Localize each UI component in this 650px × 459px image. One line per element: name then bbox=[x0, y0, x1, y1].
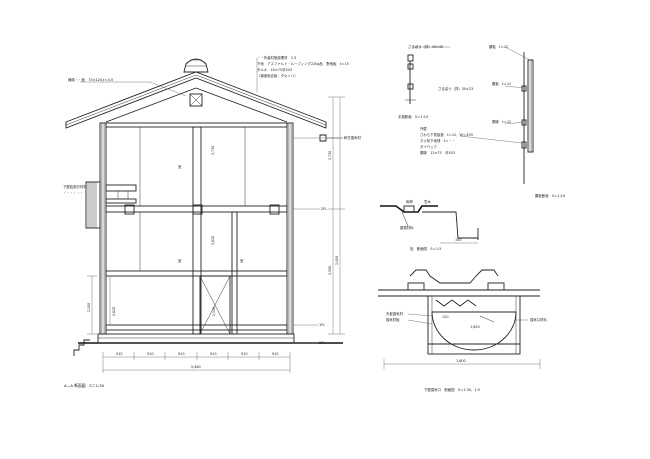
room-label-3: 室 bbox=[240, 258, 244, 263]
ceiling-beam bbox=[105, 122, 288, 128]
roof-note: ・・外装材施設業材 1.5 下地 アスファルト・ルーフィング22kg品 野地板 … bbox=[257, 55, 349, 78]
wall-note: 外壁 さわら下見板張 t＝12，W＝303 ネジ状下地桟 t＝・・ タイベック … bbox=[420, 126, 523, 155]
section-title: A―A 断面図 S＝1:30 bbox=[64, 383, 105, 388]
wall-note-line-2: さわら下見板張 t＝12，W＝303 bbox=[420, 132, 473, 137]
vent-label-1: 天板換気材 bbox=[386, 311, 404, 316]
rafter-left bbox=[105, 87, 197, 123]
inner-dim-2: 1,820 bbox=[211, 236, 215, 245]
right-wall-siding bbox=[288, 123, 292, 334]
vent-label-3: 換気口材料 bbox=[530, 317, 548, 322]
bottom-dim-5: 910 bbox=[241, 352, 247, 356]
foundation bbox=[97, 333, 295, 344]
room-label-2: 室 bbox=[178, 258, 182, 263]
wainscot-label-3: 胴縁 t＝12 bbox=[492, 119, 511, 124]
right-dim-2: 2,400 bbox=[335, 256, 339, 265]
bottom-dim-1: 910 bbox=[116, 352, 122, 356]
detail-handrail bbox=[405, 46, 450, 104]
left-note-leader-2 bbox=[149, 81, 187, 97]
wainscot-caption: 腰板断面 S＝1:10 bbox=[535, 193, 565, 198]
floor-beam-right bbox=[269, 204, 280, 215]
inner-dim-3: 2,130 bbox=[212, 307, 216, 316]
bottom-dim-3: 910 bbox=[178, 352, 184, 356]
roof-note-line-4: （構造用合板：ダキンバ） bbox=[257, 73, 298, 78]
inner-post bbox=[231, 211, 238, 335]
wainscot-label-1: 腰板 t＝12 bbox=[489, 44, 508, 49]
gutter bbox=[319, 134, 327, 142]
room-label-1: 室 bbox=[178, 164, 182, 169]
balcony-note-2: ・・・・・・ bbox=[63, 191, 83, 195]
roof-note-line-2: 下地 アスファルト・ルーフィング22kg品 野地板 t＝15 bbox=[257, 61, 349, 66]
ridge-cap bbox=[183, 58, 209, 73]
2fl-label: 2FL bbox=[321, 207, 327, 211]
detail-eave bbox=[380, 205, 479, 244]
left-wall-siding bbox=[101, 123, 105, 334]
main-section: 910 910 910 910 910 910 5,460 2,730 2,40… bbox=[65, 58, 345, 373]
right-dim-1: 2,730 bbox=[328, 151, 332, 160]
right-dim-3: 2,550 bbox=[328, 266, 332, 275]
vent-label-2: 換気材板 bbox=[386, 317, 400, 322]
wall-note-line-3: ネジ状下地桟 t＝・・ bbox=[420, 138, 455, 143]
left-dimensions bbox=[87, 275, 111, 335]
left-roof-note: 棟換・・板 75×120,t＝4.5 bbox=[68, 77, 113, 82]
detail-wainscot bbox=[504, 46, 534, 184]
eave-label-1: 雨押 bbox=[406, 199, 413, 204]
eave-label-3: 屋根材料 bbox=[400, 225, 414, 230]
rafter-right bbox=[195, 87, 288, 123]
bottom-dim-2: 910 bbox=[147, 352, 153, 356]
vent-dim-2: 1,600 bbox=[456, 359, 466, 363]
bottom-total-dim: 5,460 bbox=[191, 365, 201, 369]
roof-note-line-1: ・・外装材施設業材 1.5 bbox=[257, 55, 296, 60]
left-dim-2: 2,620 bbox=[112, 307, 116, 316]
first-floor-slab bbox=[105, 324, 288, 331]
wall-note-line-5: 胴縁 12×75 ＠303 bbox=[420, 150, 455, 155]
roof-note-line-3: タルキ 45×75＠303 bbox=[257, 67, 292, 72]
balcony-note-1: 下屋庇部分材料 bbox=[63, 184, 87, 189]
entry-steps bbox=[73, 339, 90, 356]
handrail-label-a: さるぼう（詳）45×45 bbox=[408, 44, 443, 49]
right-dimensions bbox=[328, 96, 345, 335]
detail-vent bbox=[378, 269, 541, 369]
handrail-caption: 手摺断面 S＝1:10 bbox=[398, 114, 428, 119]
bottom-dimensions bbox=[102, 352, 291, 373]
gl-label: 1FL bbox=[319, 341, 325, 345]
wall-note-line-4: タイベック bbox=[420, 144, 437, 149]
second-floor-slab bbox=[105, 205, 288, 213]
interior-stair bbox=[199, 275, 231, 335]
wall-note-line-1: 外壁 bbox=[420, 126, 427, 131]
vent-caption: 下屋換気口 断面図 S＝1:30，1:5 bbox=[424, 387, 480, 392]
inner-dim-1: 2,730 bbox=[211, 146, 215, 155]
roof-sheath-left bbox=[65, 74, 197, 126]
eave-caption: 庇 断面図 S＝1:5 bbox=[410, 246, 441, 251]
vent-dim-1: 1,620 bbox=[470, 325, 480, 329]
vent-dim-3: 120 bbox=[442, 315, 448, 319]
ridge-beam bbox=[189, 93, 203, 107]
eave-label: 軒先換気材 bbox=[344, 135, 362, 140]
wainscot-label-2: 腰板 t＝12 bbox=[492, 81, 511, 86]
bottom-dim-6: 910 bbox=[272, 352, 278, 356]
floor-beam-left bbox=[124, 204, 135, 215]
center-post bbox=[192, 126, 202, 335]
bottom-dim-4: 910 bbox=[210, 352, 216, 356]
left-dim-1: 2,100 bbox=[87, 303, 91, 312]
ridge-beam-cross-2 bbox=[189, 93, 203, 107]
handrail-label-b: さるぼう（詳）30×23 bbox=[438, 86, 473, 91]
eave-label-2: 笠木 bbox=[424, 199, 431, 204]
eave-dim: 150 bbox=[455, 238, 461, 242]
first-ceiling-beam bbox=[105, 270, 288, 277]
1fl-label: 1FL bbox=[319, 323, 325, 327]
left-balcony bbox=[85, 181, 137, 229]
roof-sheath-right bbox=[195, 74, 327, 126]
